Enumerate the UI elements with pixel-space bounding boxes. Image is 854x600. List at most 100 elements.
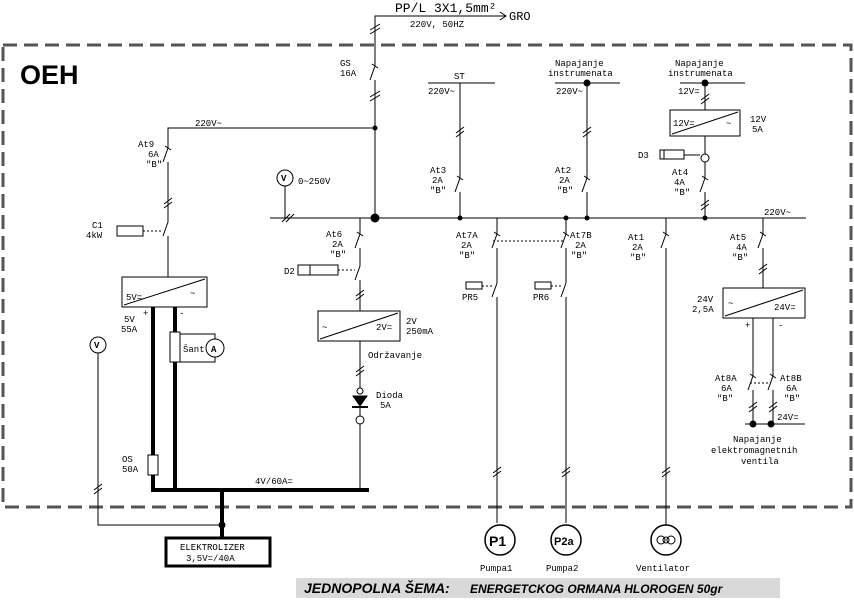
psu5-minus: - <box>179 309 184 319</box>
at3-name: At3 <box>430 166 446 176</box>
dioda-rating: 5A <box>380 401 391 411</box>
caption-background <box>296 578 780 598</box>
at5-rating: 4A <box>736 243 747 253</box>
pumpa2-label: Pumpa2 <box>546 564 578 574</box>
at7b-rating: 2A <box>575 241 586 251</box>
ventili-line1: Napajanje <box>733 435 782 445</box>
gs-name: GS <box>340 59 351 69</box>
at3-curve: "B" <box>430 186 446 196</box>
supply-spec-label: 220V, 50HZ <box>410 20 465 30</box>
at4-curve: "B" <box>674 188 690 198</box>
psu2-in: ~ <box>322 323 327 333</box>
cabinet-title: OEH <box>20 60 79 90</box>
voltmeter-dc <box>89 336 222 526</box>
instr-12-voltage: 12V= <box>678 87 700 97</box>
os-label: OS <box>122 455 133 465</box>
caption-main: JEDNOPOLNA ŠEMA: <box>304 579 450 596</box>
at7a-curve: "B" <box>459 251 475 261</box>
breaker-gs <box>369 60 381 218</box>
at8a-rating: 6A <box>721 384 732 394</box>
ventili-line3: ventila <box>741 457 779 467</box>
psu12-in: 12V= <box>673 119 695 129</box>
elektrolizer-name: ELEKTROLIZER <box>180 543 245 553</box>
dc-bus-label: 4V/60A= <box>255 477 293 487</box>
psu24-minus: - <box>778 321 783 331</box>
branch-at1 <box>650 218 682 556</box>
at5-curve: "B" <box>732 253 748 263</box>
at4-name: At4 <box>672 168 688 178</box>
psu5-in: 5V= <box>126 293 142 303</box>
gs-rating: 16A <box>340 69 357 79</box>
psu24-plus: + <box>745 321 750 331</box>
st-voltage: 220V~ <box>428 87 455 97</box>
at3-rating: 2A <box>432 176 443 186</box>
at8a-curve: "B" <box>717 394 733 404</box>
elektrolizer-box <box>164 536 272 568</box>
at7b-curve: "B" <box>571 251 587 261</box>
main-bus <box>270 213 806 223</box>
branch-instr-12 <box>659 79 745 221</box>
psu24-voltage: 24V <box>697 295 714 305</box>
at5-name: At5 <box>730 233 746 243</box>
voltmeter-main <box>276 169 294 218</box>
voltmeter-range: 0~250V <box>298 177 331 187</box>
caption-sub: ENERGETCKOG ORMANA HLOROGEN 50gr <box>470 582 724 596</box>
psu2-current: 250mA <box>406 327 434 337</box>
bus-top-label: 220V~ <box>195 119 222 129</box>
os-rating: 50A <box>122 465 139 475</box>
c1-power: 4kW <box>86 231 103 241</box>
at9-curve: "B" <box>146 160 162 170</box>
at7b-name: At7B <box>570 231 592 241</box>
at8b-curve: "B" <box>784 394 800 404</box>
instr-220-instrumenata: instrumenata <box>548 69 613 79</box>
d3-label: D3 <box>638 151 649 161</box>
dioda-label: Dioda <box>376 391 404 401</box>
at8a-name: At8A <box>715 374 737 384</box>
psu2-out: 2V= <box>376 323 392 333</box>
at4-rating: 4A <box>674 178 685 188</box>
main-bus-label: 220V~ <box>764 208 791 218</box>
c1-label: C1 <box>92 221 103 231</box>
psu5-voltage: 5V <box>124 315 135 325</box>
psu5-plus: + <box>143 309 148 319</box>
branch-at6 <box>297 218 401 490</box>
psu12-current: 5A <box>752 125 763 135</box>
instr-220-voltage: 220V~ <box>556 87 583 97</box>
at2-curve: "B" <box>557 186 573 196</box>
at2-name: At2 <box>555 166 571 176</box>
psu24-in: ~ <box>728 299 733 309</box>
instr-12-instrumenata: instrumenata <box>668 69 733 79</box>
at9-name: At9 <box>138 140 154 150</box>
at8b-name: At8B <box>780 374 802 384</box>
st-label: ST <box>454 72 465 82</box>
branch-at5 <box>722 218 806 428</box>
pumpa1-label: Pumpa1 <box>480 564 512 574</box>
branch-at9 <box>116 145 225 492</box>
ventili-line2: elektromagnetnih <box>711 446 797 456</box>
voltmeter-dc-symbol: V <box>94 341 100 351</box>
odrzavanje-label: Održavanje <box>368 351 422 361</box>
psu12-out: ~ <box>726 119 731 129</box>
psu12-voltage: 12V <box>750 115 767 125</box>
supply-cable-label: PP/L 3X1,5mm² <box>395 1 496 16</box>
at6-rating: 2A <box>332 240 343 250</box>
v24-label: 24V= <box>777 413 799 423</box>
pr5-label: PR5 <box>462 293 478 303</box>
pr6-label: PR6 <box>533 293 549 303</box>
cabinet-border <box>1 43 853 509</box>
psu2-voltage: 2V <box>406 317 417 327</box>
psu24-current: 2,5A <box>692 305 714 315</box>
sant-label: Šant <box>183 344 205 355</box>
supply-source-label: GRO <box>509 10 531 24</box>
ammeter-symbol: A <box>211 345 217 355</box>
voltmeter-main-symbol: V <box>281 174 287 184</box>
elektrolizer-spec: 3,5V=/40A <box>186 554 235 564</box>
branch-st <box>428 82 495 221</box>
at2-rating: 2A <box>559 176 570 186</box>
psu24-out: 24V= <box>774 303 796 313</box>
at9-rating: 6A <box>148 150 159 160</box>
dc-bus <box>151 488 369 538</box>
p2a-symbol: P2a <box>554 536 574 548</box>
branch-instr-220 <box>555 79 620 221</box>
